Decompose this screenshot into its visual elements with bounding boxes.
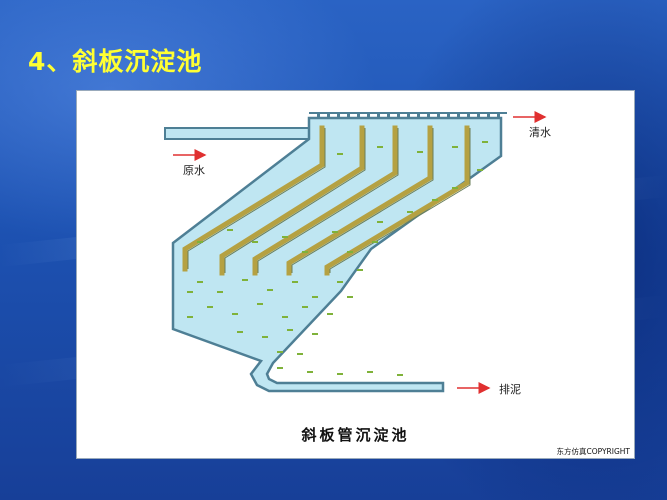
- sediment-particles: [187, 141, 488, 376]
- inclined-plate: [286, 125, 433, 276]
- copyright-text: 东方仿真COPYRIGHT: [556, 447, 630, 456]
- raw-water-inlet-pipe: [164, 127, 310, 140]
- inclined-plate: [324, 125, 470, 276]
- raw-water-label: 原水: [183, 164, 205, 177]
- inclined-plate: [182, 125, 325, 272]
- inclined-plate-edges: [187, 128, 471, 273]
- clear-water-label: 清水: [529, 126, 551, 139]
- slide-title: 4、斜板沉淀池: [28, 47, 203, 76]
- inclined-plates: [182, 125, 470, 276]
- inclined-plate: [252, 125, 398, 276]
- diagram-figure: 原水 清水 排泥 斜板管沉淀池 东方仿真COPYRIGHT: [77, 91, 634, 458]
- sludge-discharge-label: 排泥: [499, 383, 521, 396]
- clear-water-collection-slots: [317, 114, 500, 119]
- inclined-plate: [219, 125, 365, 276]
- sedimentation-tank-diagram: [164, 111, 547, 394]
- figure-caption: 斜板管沉淀池: [301, 426, 410, 444]
